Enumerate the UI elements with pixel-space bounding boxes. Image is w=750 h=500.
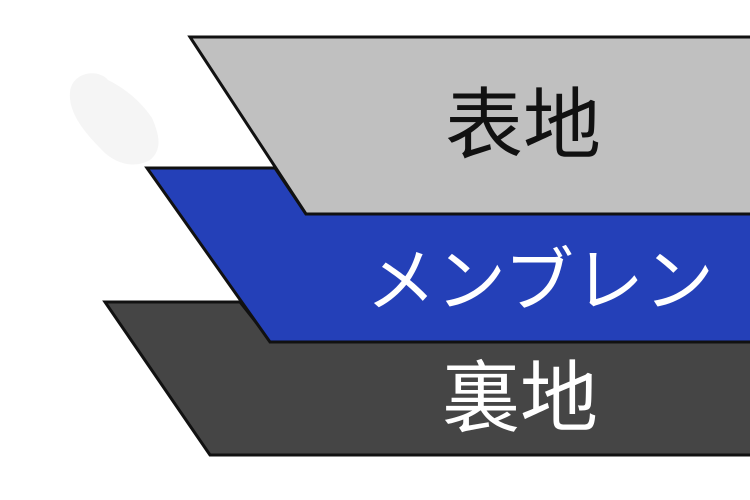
- outer-fabric-layer: [187, 35, 750, 216]
- outer-fabric-label: 表地: [445, 81, 601, 171]
- membrane-label: メンブレン: [366, 240, 714, 322]
- lining-label: 裏地: [442, 354, 598, 444]
- background-smudge: [69, 73, 159, 165]
